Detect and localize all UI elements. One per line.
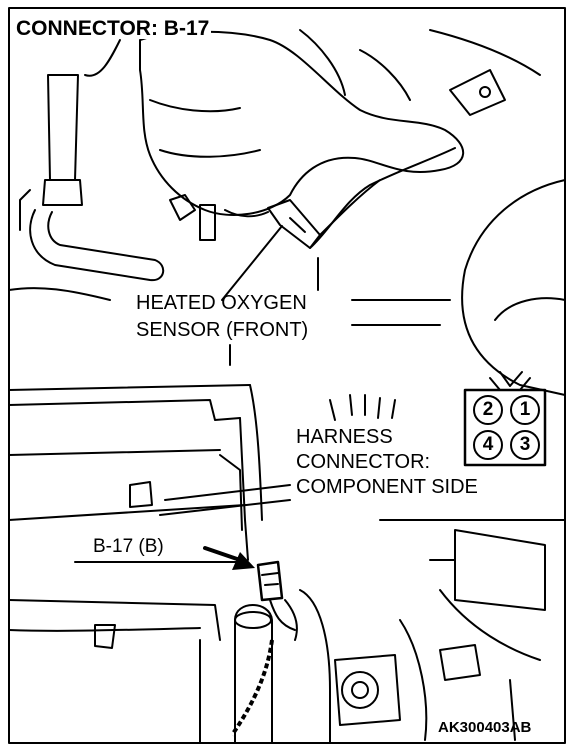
harness-label-line2: CONNECTOR:	[296, 451, 431, 473]
connector-outline	[463, 388, 547, 467]
b17-connector	[256, 560, 284, 602]
connector-title: CONNECTOR: B-17	[14, 17, 212, 40]
exhaust-manifold	[139, 30, 465, 216]
sensor-label-line2: SENSOR (FRONT)	[136, 319, 309, 341]
oxygen-sensor	[267, 199, 321, 249]
figure-border	[8, 7, 566, 744]
callout-arrowhead	[232, 552, 255, 570]
connector-callout-label: B-17 (B)	[93, 536, 164, 557]
connector-pin-2: 2	[482, 399, 494, 420]
connector-pin-3: 3	[519, 434, 531, 455]
connector-pin-1: 1	[519, 399, 531, 420]
left-pipe	[47, 74, 79, 181]
harness-label-line3: COMPONENT SIDE	[296, 476, 478, 498]
figure-code: AK300403AB	[438, 719, 532, 736]
callout-arrow	[203, 546, 242, 562]
sensor-label-line1: HEATED OXYGEN	[136, 292, 307, 314]
sensor-leader-1	[221, 225, 283, 301]
connector-pin-4: 4	[482, 434, 494, 455]
harness-label-line1: HARNESS	[296, 426, 393, 448]
